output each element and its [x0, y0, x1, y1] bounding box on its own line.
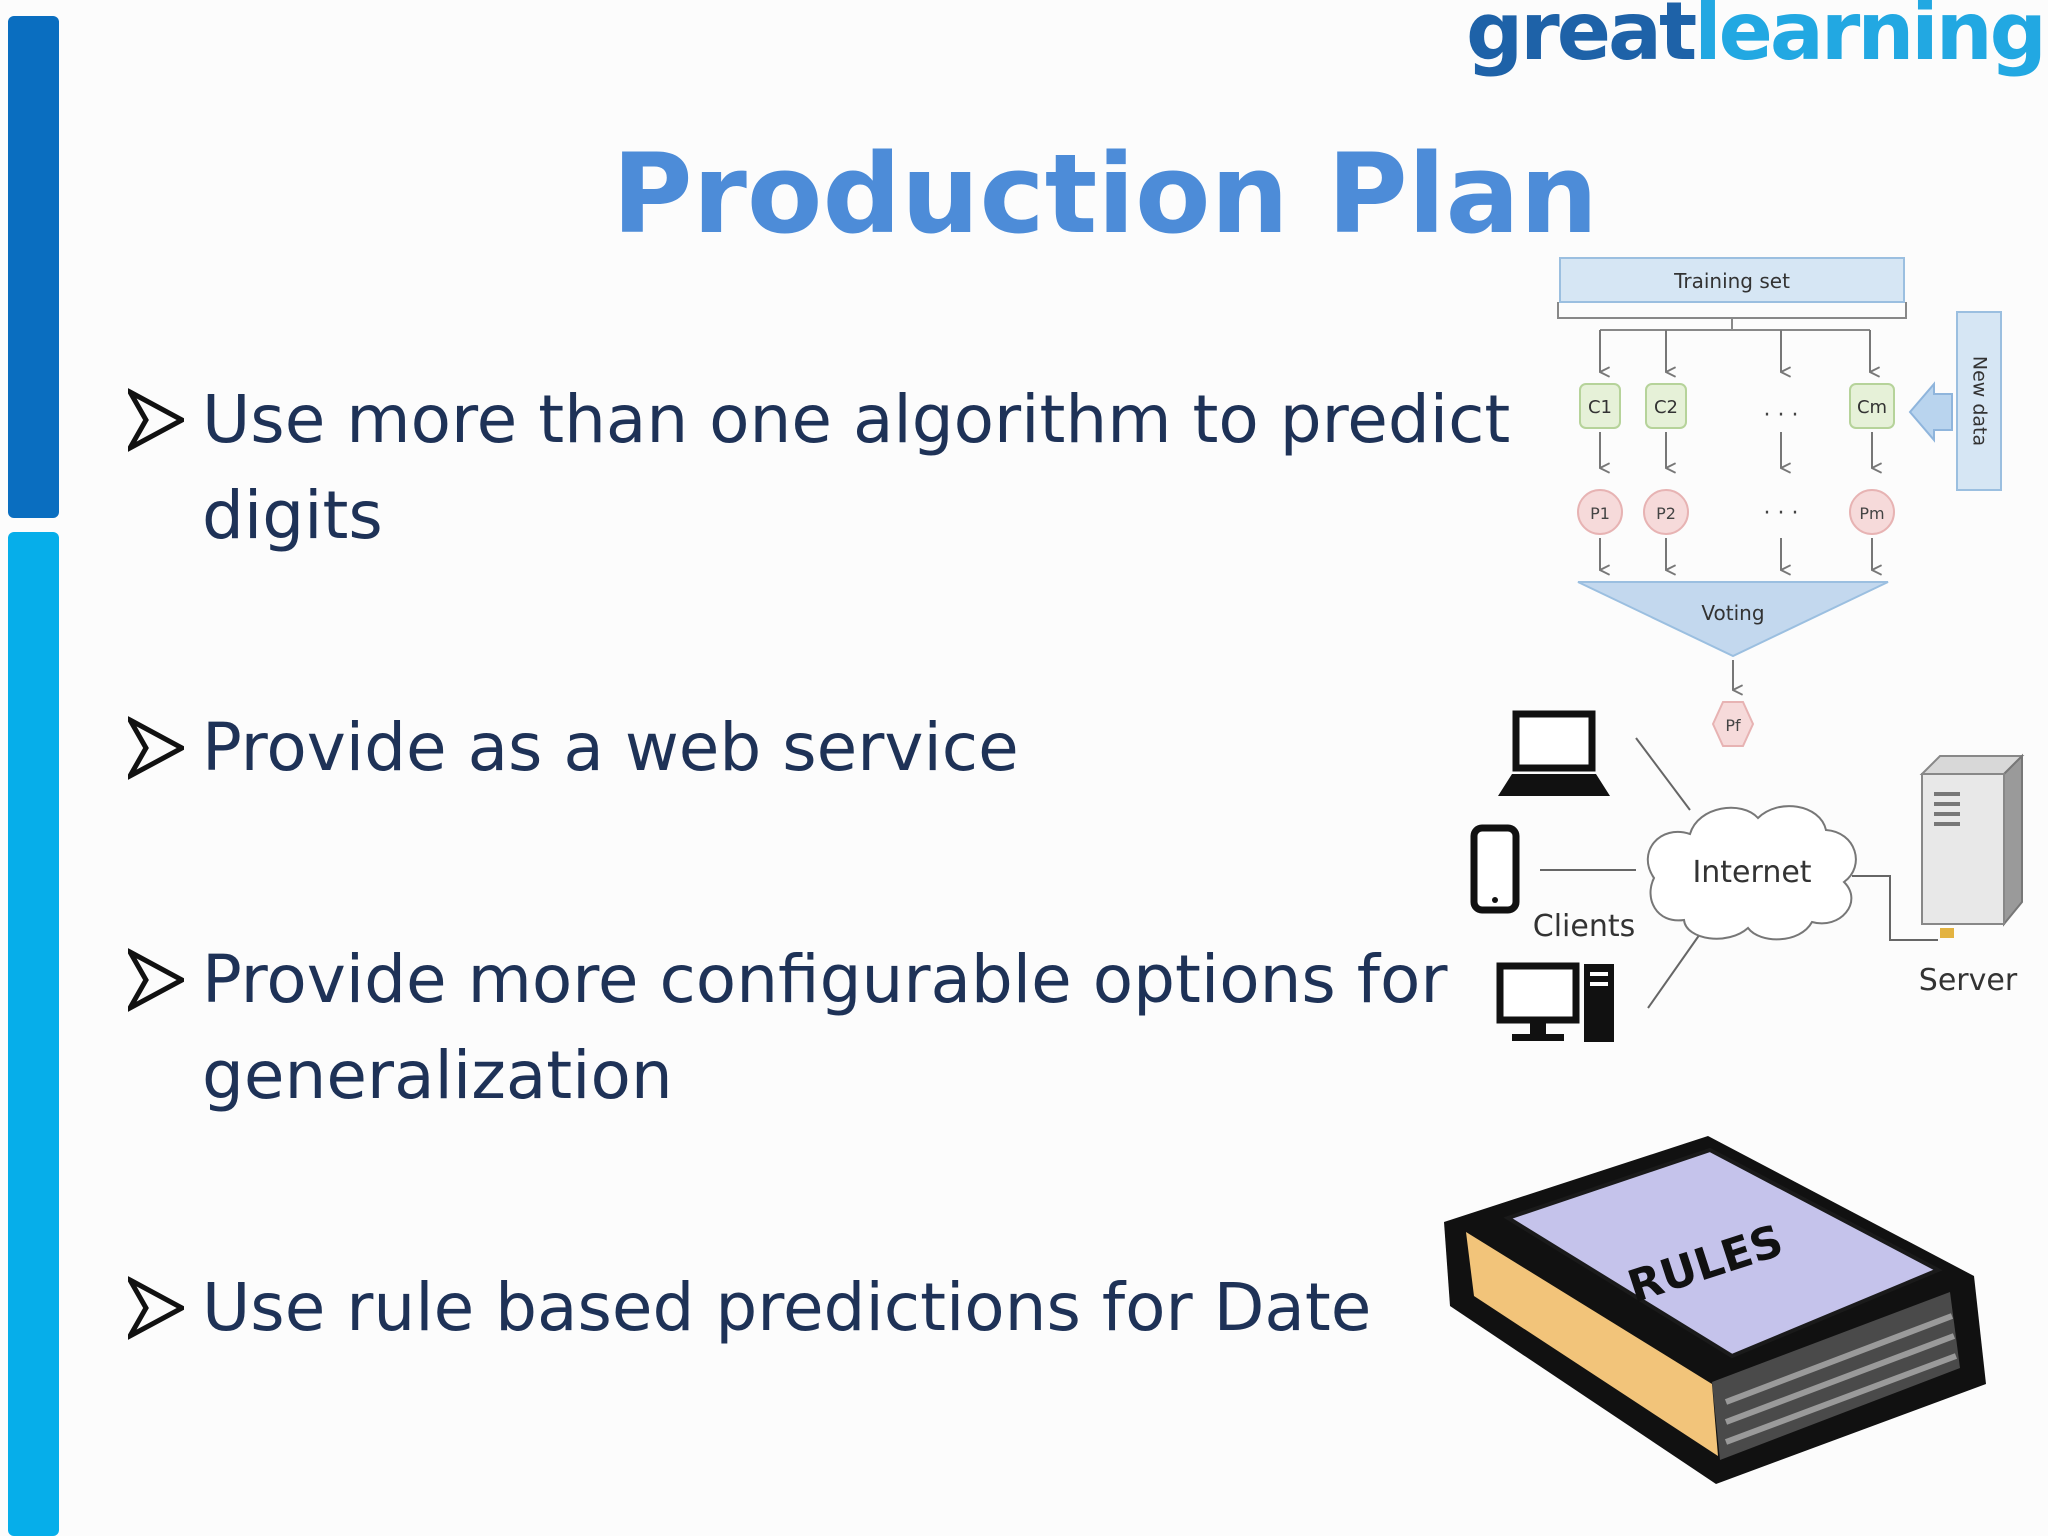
logo-part-learning: learning: [1694, 0, 2047, 78]
laptop-icon: [1498, 710, 1610, 796]
new-data-box: [1956, 311, 2002, 491]
ensemble-voting-diagram: Training set New data C1 C2 · · · Cm P1 …: [1557, 257, 2002, 747]
bullet-item: Use rule based predictions for Date: [128, 1260, 1602, 1356]
bullet-item: Provide more configurable options for ge…: [128, 932, 1602, 1124]
bullet-text-line1: Use more than one algorithm to predict: [202, 381, 1511, 458]
prediction-ellipsis: · · ·: [1764, 501, 1799, 526]
bullet-arrow-icon: [128, 716, 184, 780]
bullet-item: Use more than one algorithm to predict d…: [128, 372, 1602, 564]
smartphone-icon: [1470, 824, 1520, 914]
bullet-item: Provide as a web service: [128, 700, 1602, 796]
bullet-text-line1: Use rule based predictions for Date: [202, 1269, 1372, 1346]
voting-funnel: [1577, 581, 1889, 658]
prediction-label: P1: [1590, 504, 1610, 523]
book-cover: [1503, 1147, 1943, 1359]
prediction-label: Pm: [1859, 504, 1884, 523]
classifier-label: C2: [1654, 397, 1678, 418]
voting-label: Voting: [1701, 601, 1764, 625]
final-prediction-node: [1711, 701, 1755, 747]
prediction-node: [1849, 489, 1895, 535]
prediction-label: P2: [1656, 504, 1676, 523]
bullet-arrow-icon: [128, 948, 184, 1012]
slide-title: Production Plan: [612, 130, 1599, 258]
desktop-computer-icon: [1496, 962, 1614, 1042]
bullet-text-line1: Provide as a web service: [202, 709, 1019, 786]
bullet-text-line2: generalization: [202, 1037, 673, 1114]
clients-label: Clients: [1533, 909, 1635, 944]
classifier-box: [1849, 383, 1895, 429]
classifier-ellipsis: · · ·: [1764, 403, 1799, 428]
training-set-box: [1559, 257, 1905, 303]
server-icon: [1919, 753, 2025, 938]
bullet-arrow-icon: [128, 1276, 184, 1340]
internet-cloud-icon: [1646, 805, 1857, 941]
bullet-text-line2: digits: [202, 477, 383, 554]
bullet-arrow-icon: [128, 388, 184, 452]
bullet-text-line1: Provide more configurable options for: [202, 941, 1448, 1018]
new-data-label: New data: [1969, 356, 1991, 446]
sidebar-accent-light: [8, 532, 59, 1536]
logo-part-great: great: [1466, 0, 1697, 78]
classifier-label: C1: [1588, 397, 1612, 418]
server-label: Server: [1919, 963, 2018, 998]
final-prediction-label: Pf: [1725, 716, 1741, 735]
classifier-label: Cm: [1857, 397, 1887, 418]
prediction-node: [1643, 489, 1689, 535]
web-service-network-diagram: Internet Clients Server: [1470, 710, 2025, 1042]
classifier-box: [1645, 383, 1687, 429]
internet-label: Internet: [1692, 855, 1811, 890]
prediction-node: [1577, 489, 1623, 535]
classifier-box: [1579, 383, 1621, 429]
new-data-arrow-icon: [1908, 381, 1953, 443]
sidebar-accent-dark: [8, 16, 59, 518]
book-page-edges: [1466, 1232, 1718, 1456]
rules-book-icon: RULES: [1444, 1136, 1986, 1484]
greatlearning-logo: greatlearning: [1466, 0, 2047, 72]
training-set-label: Training set: [1673, 269, 1790, 293]
